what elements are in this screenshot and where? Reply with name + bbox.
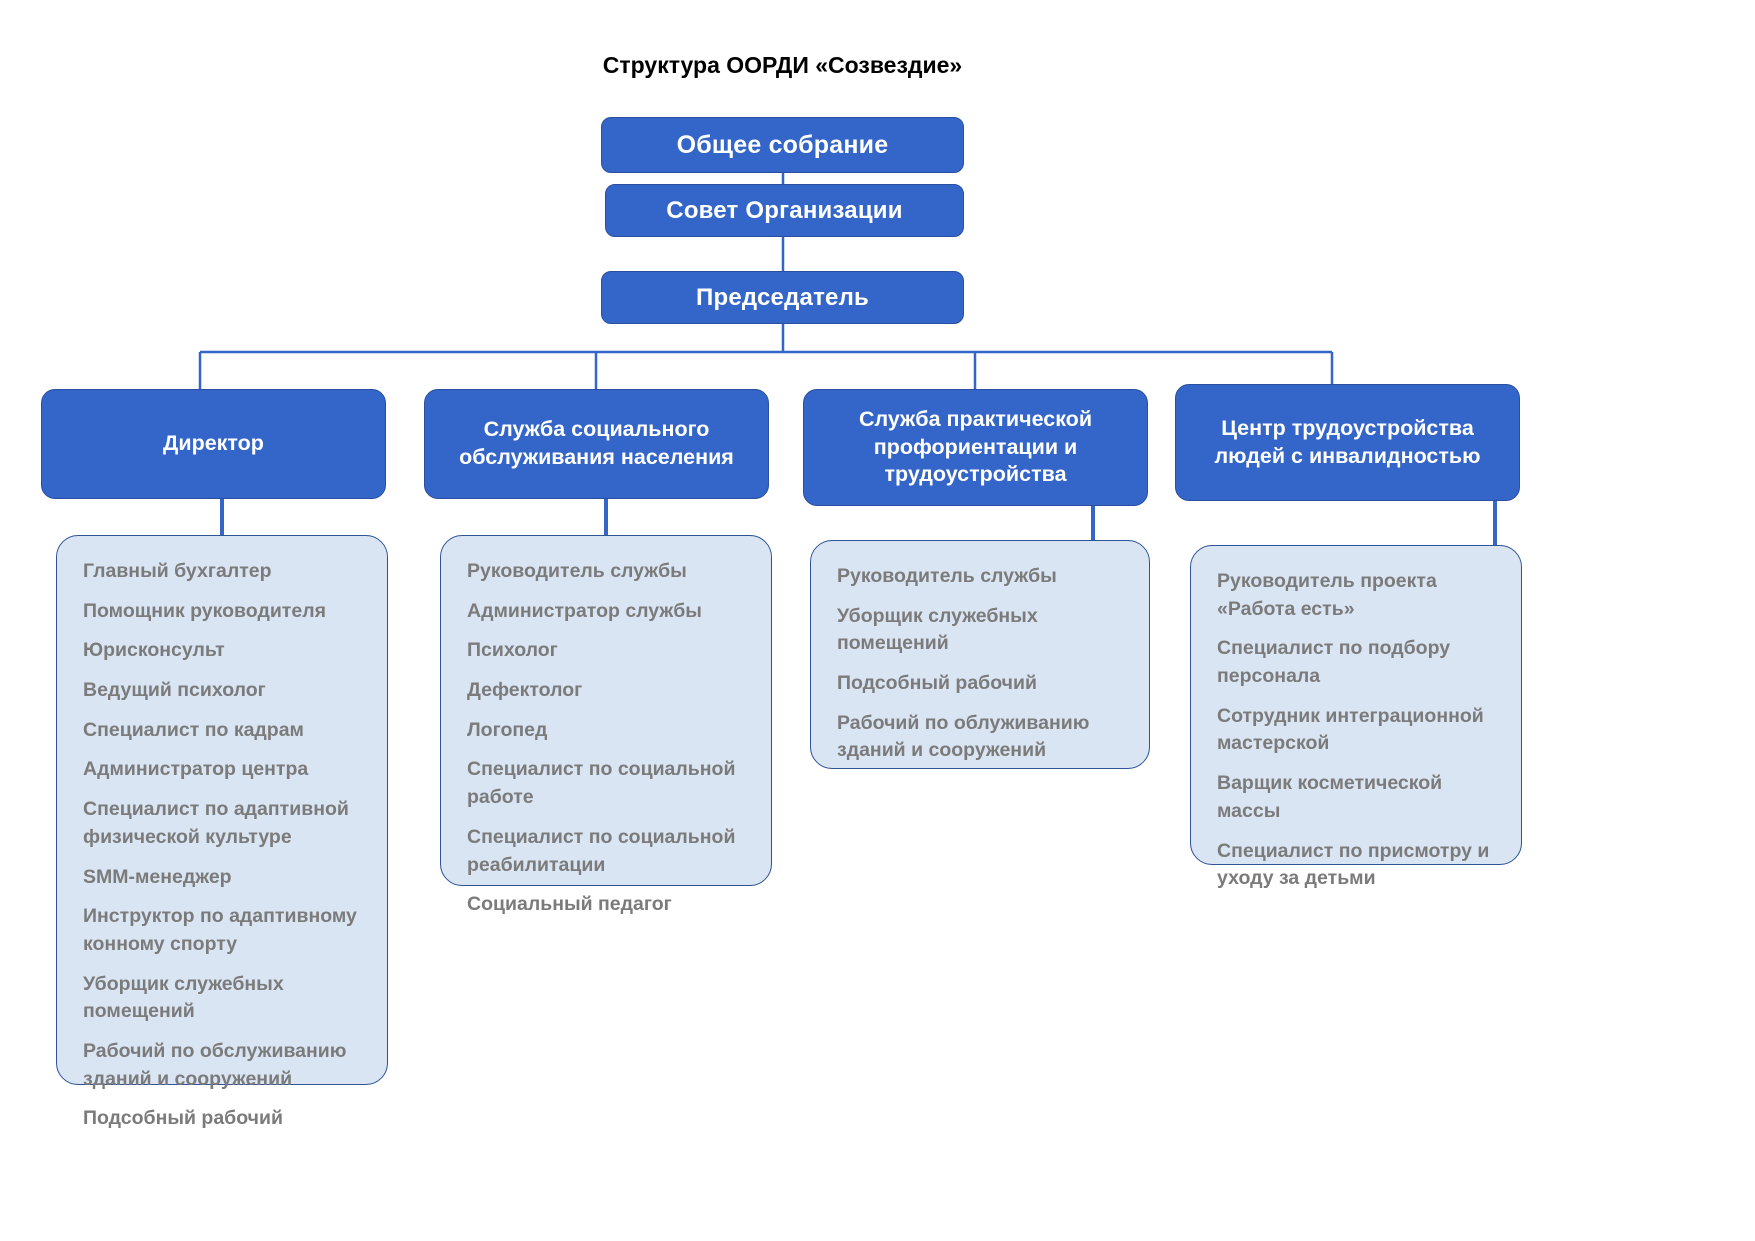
node-department-employment-center[interactable]: Центр трудоустройства людей с инвалиднос… <box>1175 384 1520 501</box>
node-department-social-service[interactable]: Служба социального обслуживания населени… <box>424 389 769 499</box>
staff-list-item: Варщик косметической массы <box>1217 772 1443 822</box>
staff-list-item: Специалист по кадрам <box>83 718 304 741</box>
staff-list-item: SMM-менеджер <box>83 865 232 888</box>
staff-list-item: Логопед <box>467 718 548 741</box>
staff-list-item: Специалист по социальной реабилитации <box>467 825 736 876</box>
node-department-career-guidance[interactable]: Служба практической профориентации и тру… <box>803 389 1148 506</box>
staff-list-item: Уборщик служебных помещений <box>837 604 1038 655</box>
staff-list-item: Ведущий психолог <box>83 679 266 702</box>
node-department-director[interactable]: Директор <box>41 389 386 499</box>
node-chairman[interactable]: Председатель <box>601 271 964 324</box>
staff-list-item: Сотрудник интеграционной мастерской <box>1217 704 1484 755</box>
staff-list-item: Психолог <box>467 639 558 662</box>
node-assembly[interactable]: Общее собрание <box>601 117 964 173</box>
staff-list-item: Специалист по социальной работе <box>467 758 736 809</box>
staff-list-item: Специалист по адаптивной физической куль… <box>83 798 349 848</box>
staff-list-item: Уборщик служебных помещений <box>83 972 284 1023</box>
staff-list-item: Руководитель службы <box>837 565 1057 587</box>
staff-list-item: Инструктор по адаптивному конному спорту <box>83 905 357 955</box>
staff-list-item: Руководитель проекта «Работа есть» <box>1217 570 1437 620</box>
staff-list-employment-center: Руководитель проекта «Работа есть» Специа… <box>1190 545 1522 889</box>
staff-list-item: Рабочий по обслуживанию зданий и сооруже… <box>83 1039 347 1090</box>
staff-list-item: Администратор центра <box>83 758 309 781</box>
staff-list-item: Специалист по подбору персонала <box>1217 637 1451 688</box>
staff-list-item: Руководитель службы <box>467 560 687 582</box>
staff-list-item: Рабочий по облуживанию зданий и сооружен… <box>837 711 1090 762</box>
page-title: Структура ООРДИ «Созвездие» <box>602 52 963 78</box>
staff-list-item: Социальный педагог <box>467 893 672 916</box>
staff-list-item: Подсобный рабочий <box>837 672 1037 695</box>
staff-list-item: Главный бухгалтер <box>83 560 272 582</box>
staff-list-item: Специалист по присмотру и уходу за детьм… <box>1217 839 1490 890</box>
staff-list-item: Подсобный рабочий <box>83 1107 283 1130</box>
staff-list-item: Дефектолог <box>467 679 583 702</box>
staff-list-item: Юрисконсульт <box>83 639 225 662</box>
staff-list-item: Администратор службы <box>467 599 702 622</box>
staff-list-item: Помощник руководителя <box>83 599 326 622</box>
node-council[interactable]: Совет Организации <box>605 184 964 237</box>
